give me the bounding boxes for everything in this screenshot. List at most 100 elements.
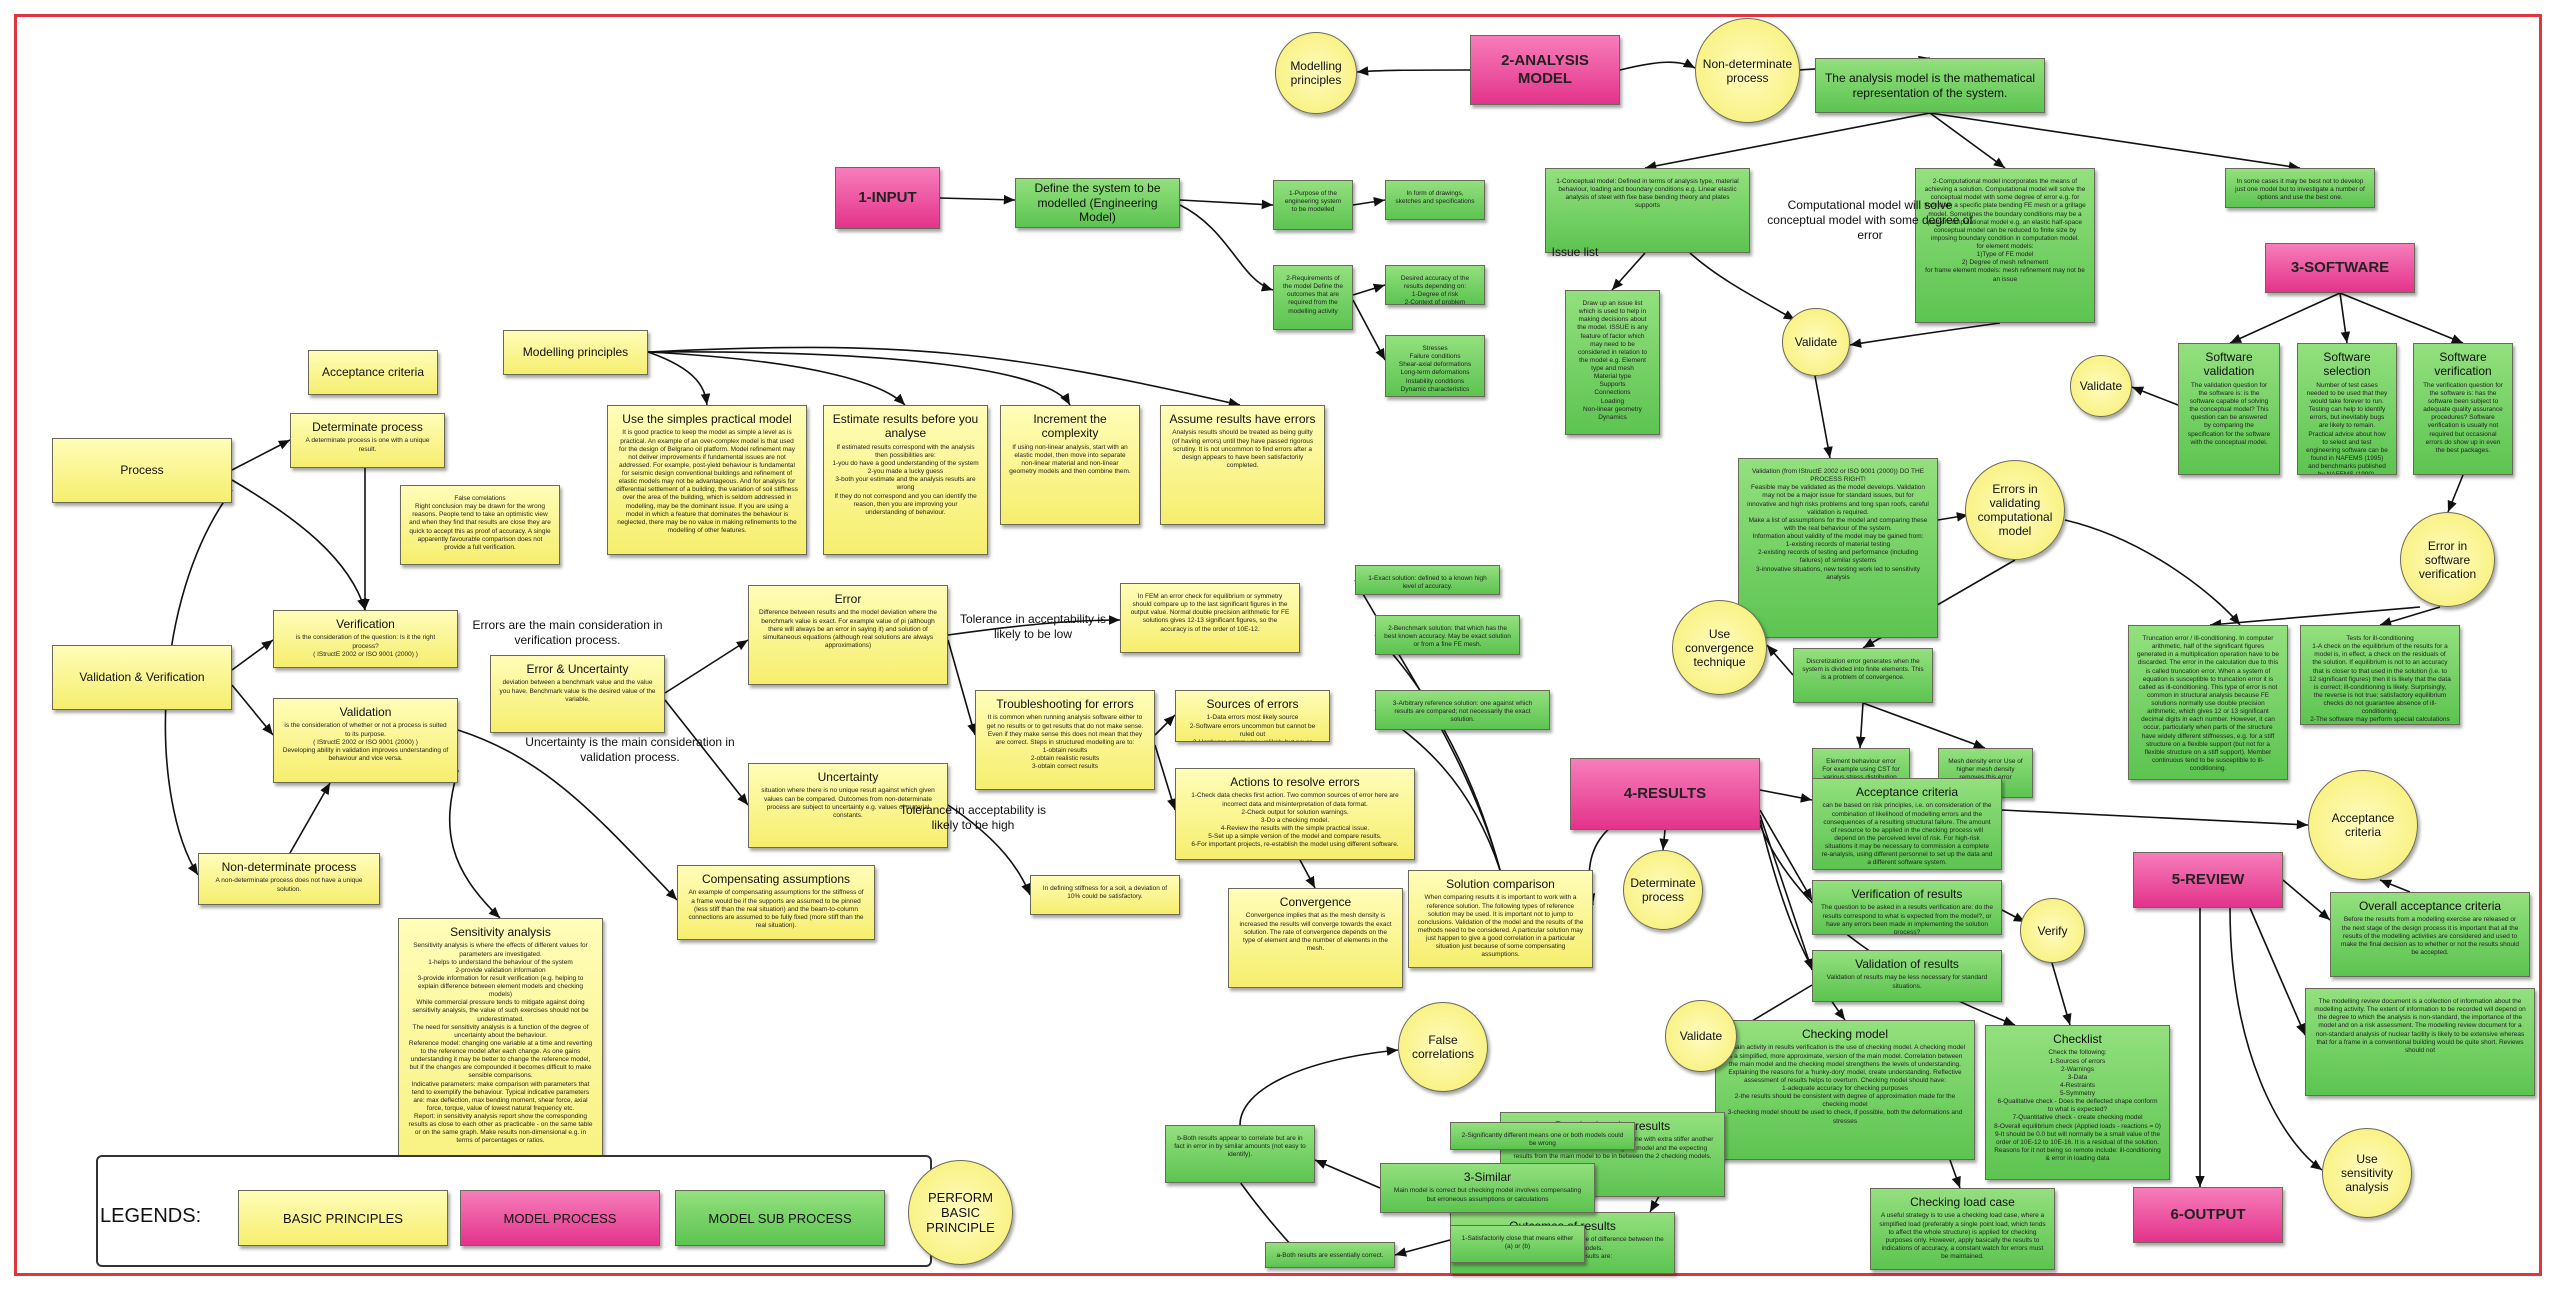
connector	[2001, 809, 2309, 830]
connector	[1239, 1046, 1399, 1126]
node-review-doc: The modelling review document is a colle…	[2305, 988, 2535, 1096]
node-title: 2-ANALYSIS MODEL	[1501, 52, 1589, 87]
node-modelling-principles: Modelling principles	[503, 330, 648, 375]
connector-label-lbl-tolerance-high: Tolerance in acceptability is likely to …	[899, 803, 1047, 832]
node-body: Mesh density error Use of higher mesh de…	[1948, 758, 2023, 782]
node-title: Estimate results before you analyse	[832, 412, 979, 441]
node-error-unc: Error & Uncertainty deviation between a b…	[490, 655, 665, 733]
circle-c-convergence: Use convergence technique	[1672, 600, 1767, 695]
node-body: The validation question for the software…	[2187, 381, 2271, 446]
node-body: Before the results from a modelling exer…	[2340, 916, 2520, 956]
node-fem-error: In FEM an error check for equilibrium or…	[1120, 583, 1300, 653]
node-body: It is common when running analysis softw…	[986, 714, 1144, 771]
node-body: Convergence implies that as the mesh den…	[1239, 912, 1392, 952]
node-title: Compensating assumptions	[701, 872, 851, 886]
connector-label-lbl-errors-main: Errors are the main consideration in ver…	[472, 618, 663, 647]
connector-label-lbl-computational: Computational model will solve conceptua…	[1767, 198, 1973, 242]
connector-label-lbl-tolerance-low: Tolerance in acceptability is likely to …	[959, 612, 1107, 641]
connector	[939, 194, 1016, 205]
node-body: In FEM an error check for equilibrium or…	[1130, 593, 1290, 633]
node-title: 3-SOFTWARE	[2290, 259, 2390, 276]
node-body: 1-Satisfactorily close that means either…	[1461, 1235, 1574, 1251]
node-body: An example of compensating assumptions f…	[688, 889, 864, 929]
node-body: Discretization error generates when the …	[1802, 658, 1924, 682]
node-title: Assume results have errors	[1169, 412, 1316, 426]
node-input: 1-INPUT	[835, 167, 940, 229]
connector	[1619, 58, 1696, 71]
node-acceptance-y: Acceptance criteria	[308, 350, 438, 395]
node-title: Verification of results	[1851, 887, 1963, 901]
connector	[1394, 1239, 1451, 1257]
circle-c-modelling: Modelling principles	[1275, 32, 1357, 114]
node-body: When comparing results it is important t…	[1417, 894, 1584, 959]
node-checking-model: Checking model A main activity in results…	[1715, 1020, 1975, 1160]
node-analysis: 2-ANALYSIS MODEL	[1470, 35, 1620, 105]
node-body: Analysis results should be treated as be…	[1171, 429, 1314, 469]
connector	[1154, 714, 1176, 736]
node-process: Process	[52, 438, 232, 503]
node-body: If using non-linear analysis, start with…	[1009, 443, 1131, 476]
connector	[2229, 292, 2341, 344]
node-body: a-Both results are essentially correct.	[1276, 1252, 1384, 1259]
node-title: Convergence	[1279, 895, 1352, 909]
connector	[664, 699, 749, 806]
circle-c-err-sw: Error in software verification	[2400, 512, 2495, 607]
connector	[1644, 112, 1931, 171]
node-software: 3-SOFTWARE	[2265, 243, 2415, 293]
node-title: Process	[120, 463, 164, 478]
node-title: 4-RESULTS	[1623, 785, 1707, 802]
node-body: Difference between results and the model…	[758, 609, 938, 649]
node-title: Modelling principles	[522, 345, 629, 360]
node-title: Error & Uncertainty	[526, 662, 629, 676]
connector	[2229, 907, 2323, 1171]
connector	[2339, 292, 2464, 344]
connector	[1352, 299, 1386, 361]
node-body: 2-Benchmark solution: that which has the…	[1384, 625, 1511, 649]
node-body: False correlations Right conclusion may …	[409, 495, 551, 551]
connector	[2339, 292, 2351, 344]
legend-model-sub-process: MODEL SUB PROCESS	[675, 1190, 885, 1246]
connector	[1849, 322, 2001, 348]
connector	[2379, 879, 2411, 893]
node-body: 1-Exact solution: defined to a known hig…	[1368, 575, 1487, 591]
connector	[1154, 744, 1177, 811]
node-body: 2-Significantly different means one or b…	[1461, 1132, 1624, 1148]
node-title: Sensitivity analysis	[450, 925, 551, 939]
connector	[1611, 252, 1646, 291]
circle-c-validate-bot: Validate	[1665, 1000, 1737, 1072]
node-title: Validation	[339, 705, 392, 719]
connector	[231, 639, 274, 671]
node-body: A main activity in results verification …	[1725, 1044, 1966, 1125]
node-body: Stresses Failure conditions Shear-axial …	[1398, 345, 1472, 393]
node-title: Software verification	[2434, 350, 2492, 379]
node-accuracy: Desired accuracy of the results dependin…	[1385, 265, 1485, 305]
node-title: Validation of results	[1855, 957, 1959, 971]
node-troubleshooting: Troubleshooting for errors It is common w…	[975, 690, 1155, 790]
node-arbitrary: 3-Arbitrary reference solution: one agai…	[1375, 690, 1550, 730]
node-body: is the consideration of the question: Is…	[295, 634, 436, 658]
node-title: Checklist	[2053, 1032, 2102, 1046]
connector-label-lbl-issue: Issue list	[1551, 245, 1599, 259]
node-title: 6-OUTPUT	[2170, 1206, 2246, 1223]
node-title: Checking model	[1801, 1027, 1889, 1041]
node-title: 5-REVIEW	[2171, 871, 2245, 888]
node-body: The modelling review document is a colle…	[2314, 998, 2526, 1054]
node-body: Validation (from IStructE 2002 or ISO 90…	[1747, 468, 1929, 581]
connector	[947, 639, 977, 736]
node-body: It is good practice to keep the model as…	[616, 429, 798, 534]
node-body: deviation between a benchmark value and …	[499, 679, 656, 703]
node-title: Troubleshooting for errors	[996, 697, 1134, 711]
node-title: Overall acceptance criteria	[2358, 899, 2502, 913]
connector	[1929, 112, 2301, 172]
